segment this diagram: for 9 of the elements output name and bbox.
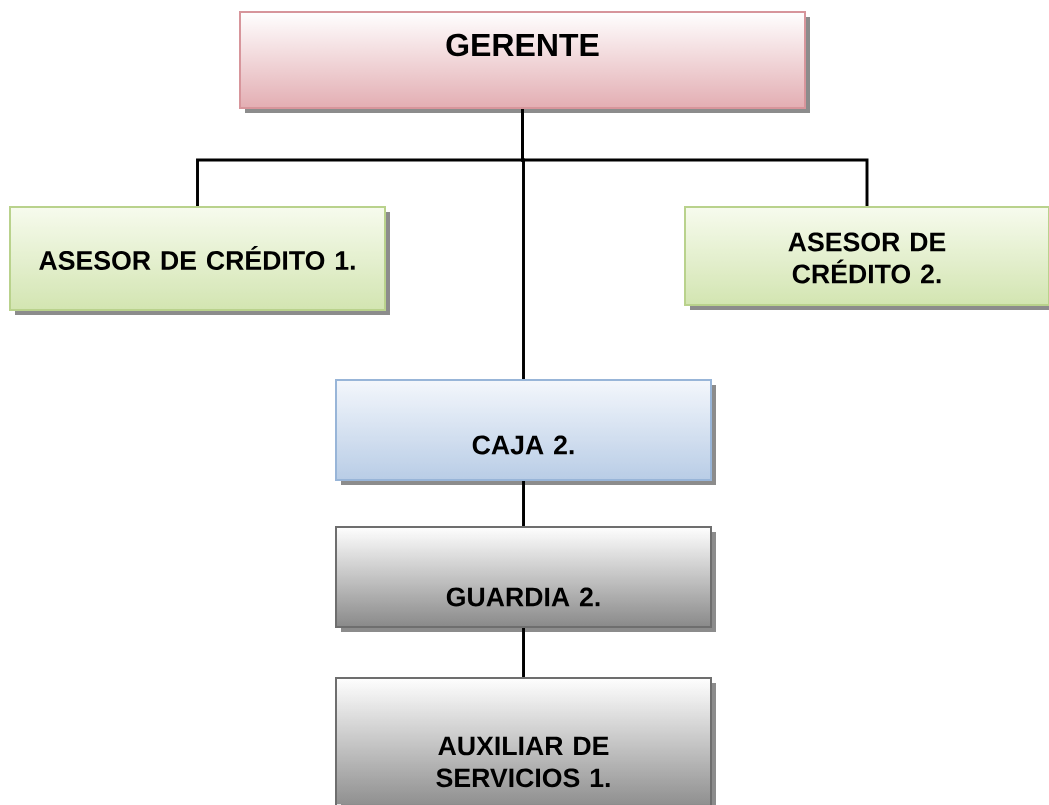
- role-box: ASESOR DE CRÉDITO 1.: [9, 206, 390, 315]
- manager-box: GERENTE: [239, 11, 810, 113]
- role-box: AUXILIAR DE SERVICIOS 1.: [335, 677, 716, 805]
- connector-line: [521, 109, 869, 206]
- connector-line: [522, 481, 525, 526]
- role-box: GUARDIA 2.: [335, 526, 716, 632]
- connector-line: [522, 628, 525, 677]
- role-box: CAJA 2.: [335, 379, 716, 485]
- role-box: ASESOR DE CRÉDITO 2.: [684, 206, 1049, 310]
